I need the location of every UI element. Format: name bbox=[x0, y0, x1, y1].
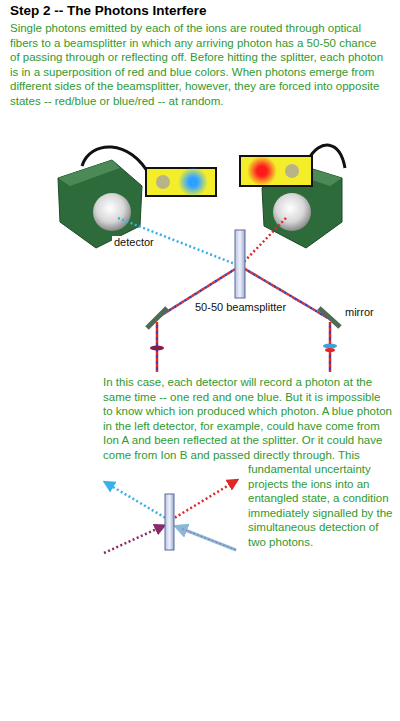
wrap-spacer bbox=[103, 462, 248, 549]
explanation-paragraph: In this case, each detector will record … bbox=[103, 375, 393, 549]
intro-paragraph: Single photons emitted by each of the io… bbox=[10, 21, 384, 108]
text-wrap-frame: In this case, each detector will record … bbox=[103, 375, 393, 549]
part-label: 50-50 beamsplitter bbox=[193, 301, 288, 314]
part-label-frame: 50-50 beamsplitter bbox=[193, 301, 288, 314]
heading: Step 2 -- The Photons Interfere bbox=[10, 3, 207, 19]
part-label: detector bbox=[112, 236, 156, 249]
part-label: mirror bbox=[343, 306, 376, 319]
part-label-frame: mirror bbox=[343, 306, 376, 319]
intro-paragraph-frame: Single photons emitted by each of the io… bbox=[10, 21, 384, 108]
part-label-frame: detector bbox=[112, 236, 156, 249]
